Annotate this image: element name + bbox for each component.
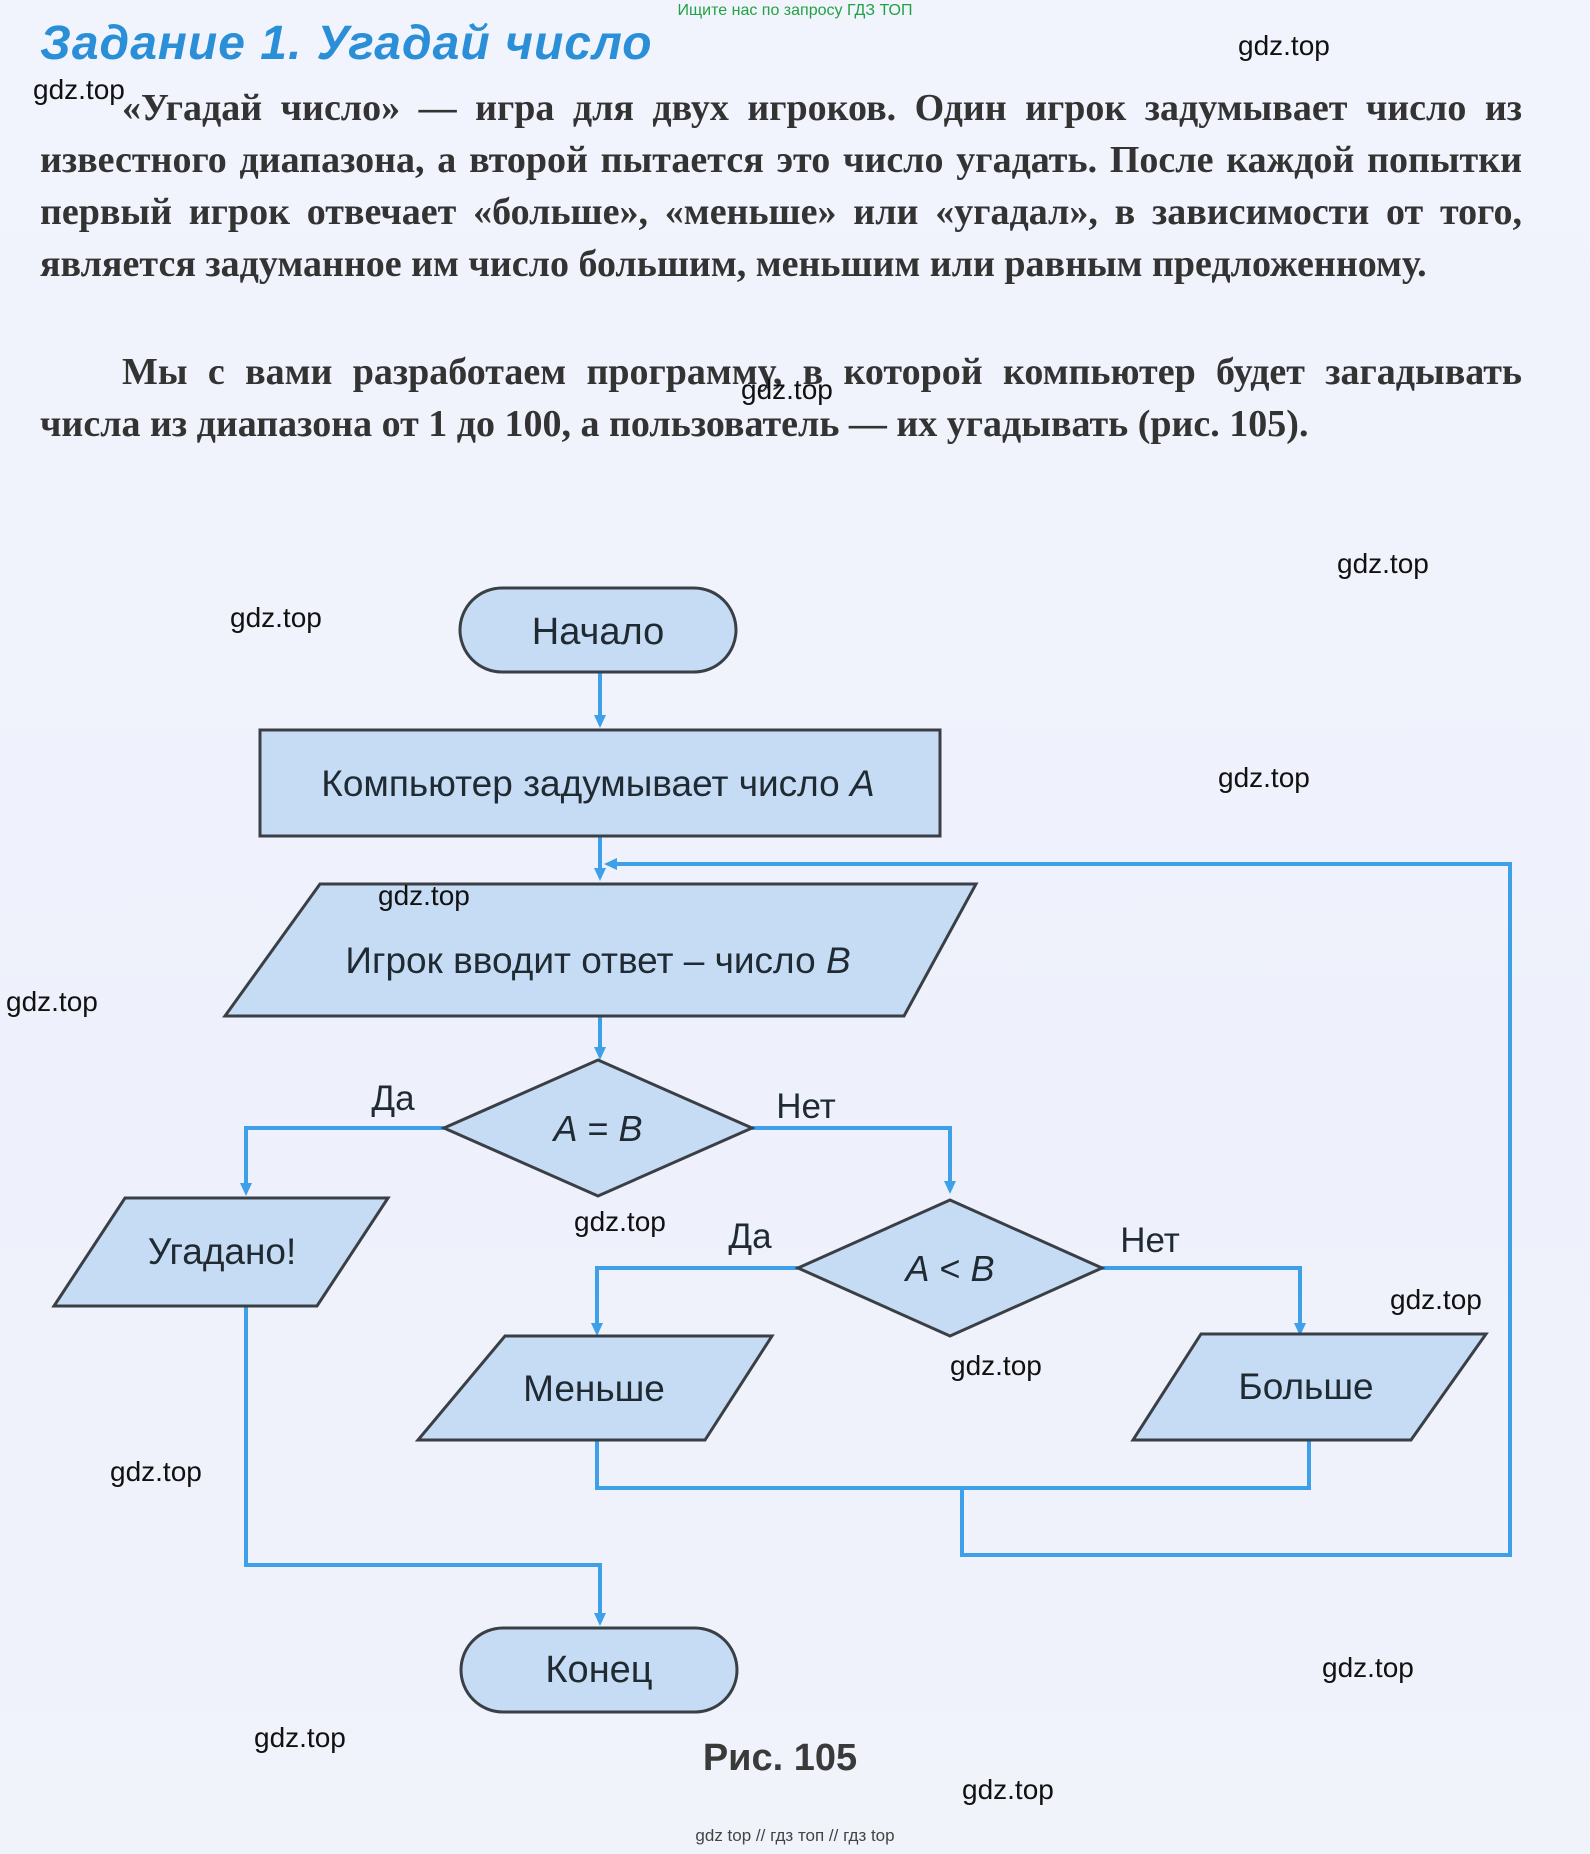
watermark: gdz.top [33, 74, 125, 105]
watermark: gdz.top [254, 1722, 346, 1753]
connector-less-more [595, 1440, 1311, 1490]
paragraph-intro-text: «Угадай число» — игра для двух игроков. … [40, 87, 1522, 285]
flow-connectors [240, 672, 1512, 1626]
output-less [414, 1334, 775, 1442]
arrow-cond1-yes [240, 1126, 444, 1196]
bottom-banner[interactable]: gdz top // гдз топ // гдз top [695, 1826, 895, 1845]
task-heading: Задание 1. Угадай число [40, 17, 653, 70]
cond1-yes-label: Да [371, 1079, 415, 1118]
paragraph-intro: «Угадай число» — игра для двух игроков. … [40, 82, 1522, 290]
watermark: gdz.top [950, 1350, 1042, 1381]
end-label: Конец [545, 1649, 652, 1691]
input-label: Игрок вводит ответ – число B [345, 940, 850, 981]
output-more [1130, 1332, 1489, 1442]
cond1-left: A [551, 1108, 577, 1149]
arrow-cond1-no [752, 1126, 956, 1194]
watermark: gdz.top [962, 1774, 1054, 1805]
start-terminal [458, 586, 738, 674]
watermark: gdz.top [378, 880, 470, 911]
less-label: Меньше [523, 1368, 665, 1409]
step1-label-text: Компьютер задумывает число [321, 763, 850, 804]
step1-label: Компьютер задумывает число A [321, 763, 874, 804]
arrow-guessed-to-end [244, 1306, 606, 1626]
watermark: gdz.top [230, 602, 322, 633]
end-terminal [459, 1626, 739, 1714]
process-step1 [258, 728, 942, 838]
watermark: gdz.top [574, 1206, 666, 1237]
input-label-text: Игрок вводит ответ – число [345, 940, 826, 981]
cond1-right: B [619, 1108, 643, 1149]
cond1-label: A = B [551, 1108, 642, 1149]
input-parallelogram [222, 882, 979, 1018]
watermark: gdz.top [741, 374, 833, 405]
watermark: gdz.top [1238, 30, 1330, 61]
cond1-operator: = [577, 1108, 618, 1149]
figure-caption: Рис. 105 [703, 1737, 857, 1779]
guessed-label: Угадано! [148, 1231, 297, 1272]
output-guessed [51, 1196, 391, 1308]
watermark: gdz.top [1390, 1284, 1482, 1315]
decision-less [794, 1198, 1106, 1338]
cond2-right: B [971, 1248, 995, 1289]
input-variable: B [826, 940, 851, 981]
cond1-no-label: Нет [776, 1087, 836, 1126]
cond2-left: A [903, 1248, 929, 1289]
loop-back-arrow [604, 858, 1512, 1557]
watermark: gdz.top [110, 1456, 202, 1487]
arrow-cond2-yes [591, 1266, 798, 1336]
paragraph-program-text: Мы с вами разработаем программу, в котор… [40, 351, 1522, 445]
decision-equal [440, 1058, 756, 1198]
step1-variable: A [848, 763, 875, 804]
watermark: gdz.top [1218, 762, 1310, 793]
start-label: Начало [532, 611, 664, 653]
watermark: gdz.top [6, 986, 98, 1017]
arrow-cond2-no [1102, 1266, 1306, 1336]
cond2-operator: < [929, 1248, 970, 1289]
cond2-yes-label: Да [728, 1217, 772, 1256]
top-banner[interactable]: Ищите нас по запросу ГДЗ ТОП [677, 2, 913, 19]
paragraph-program: Мы с вами разработаем программу, в котор… [40, 346, 1522, 450]
cond2-no-label: Нет [1120, 1221, 1180, 1260]
watermark: gdz.top [1322, 1652, 1414, 1683]
watermark: gdz.top [1337, 548, 1429, 579]
more-label: Больше [1238, 1366, 1373, 1407]
cond2-label: A < B [903, 1248, 994, 1289]
